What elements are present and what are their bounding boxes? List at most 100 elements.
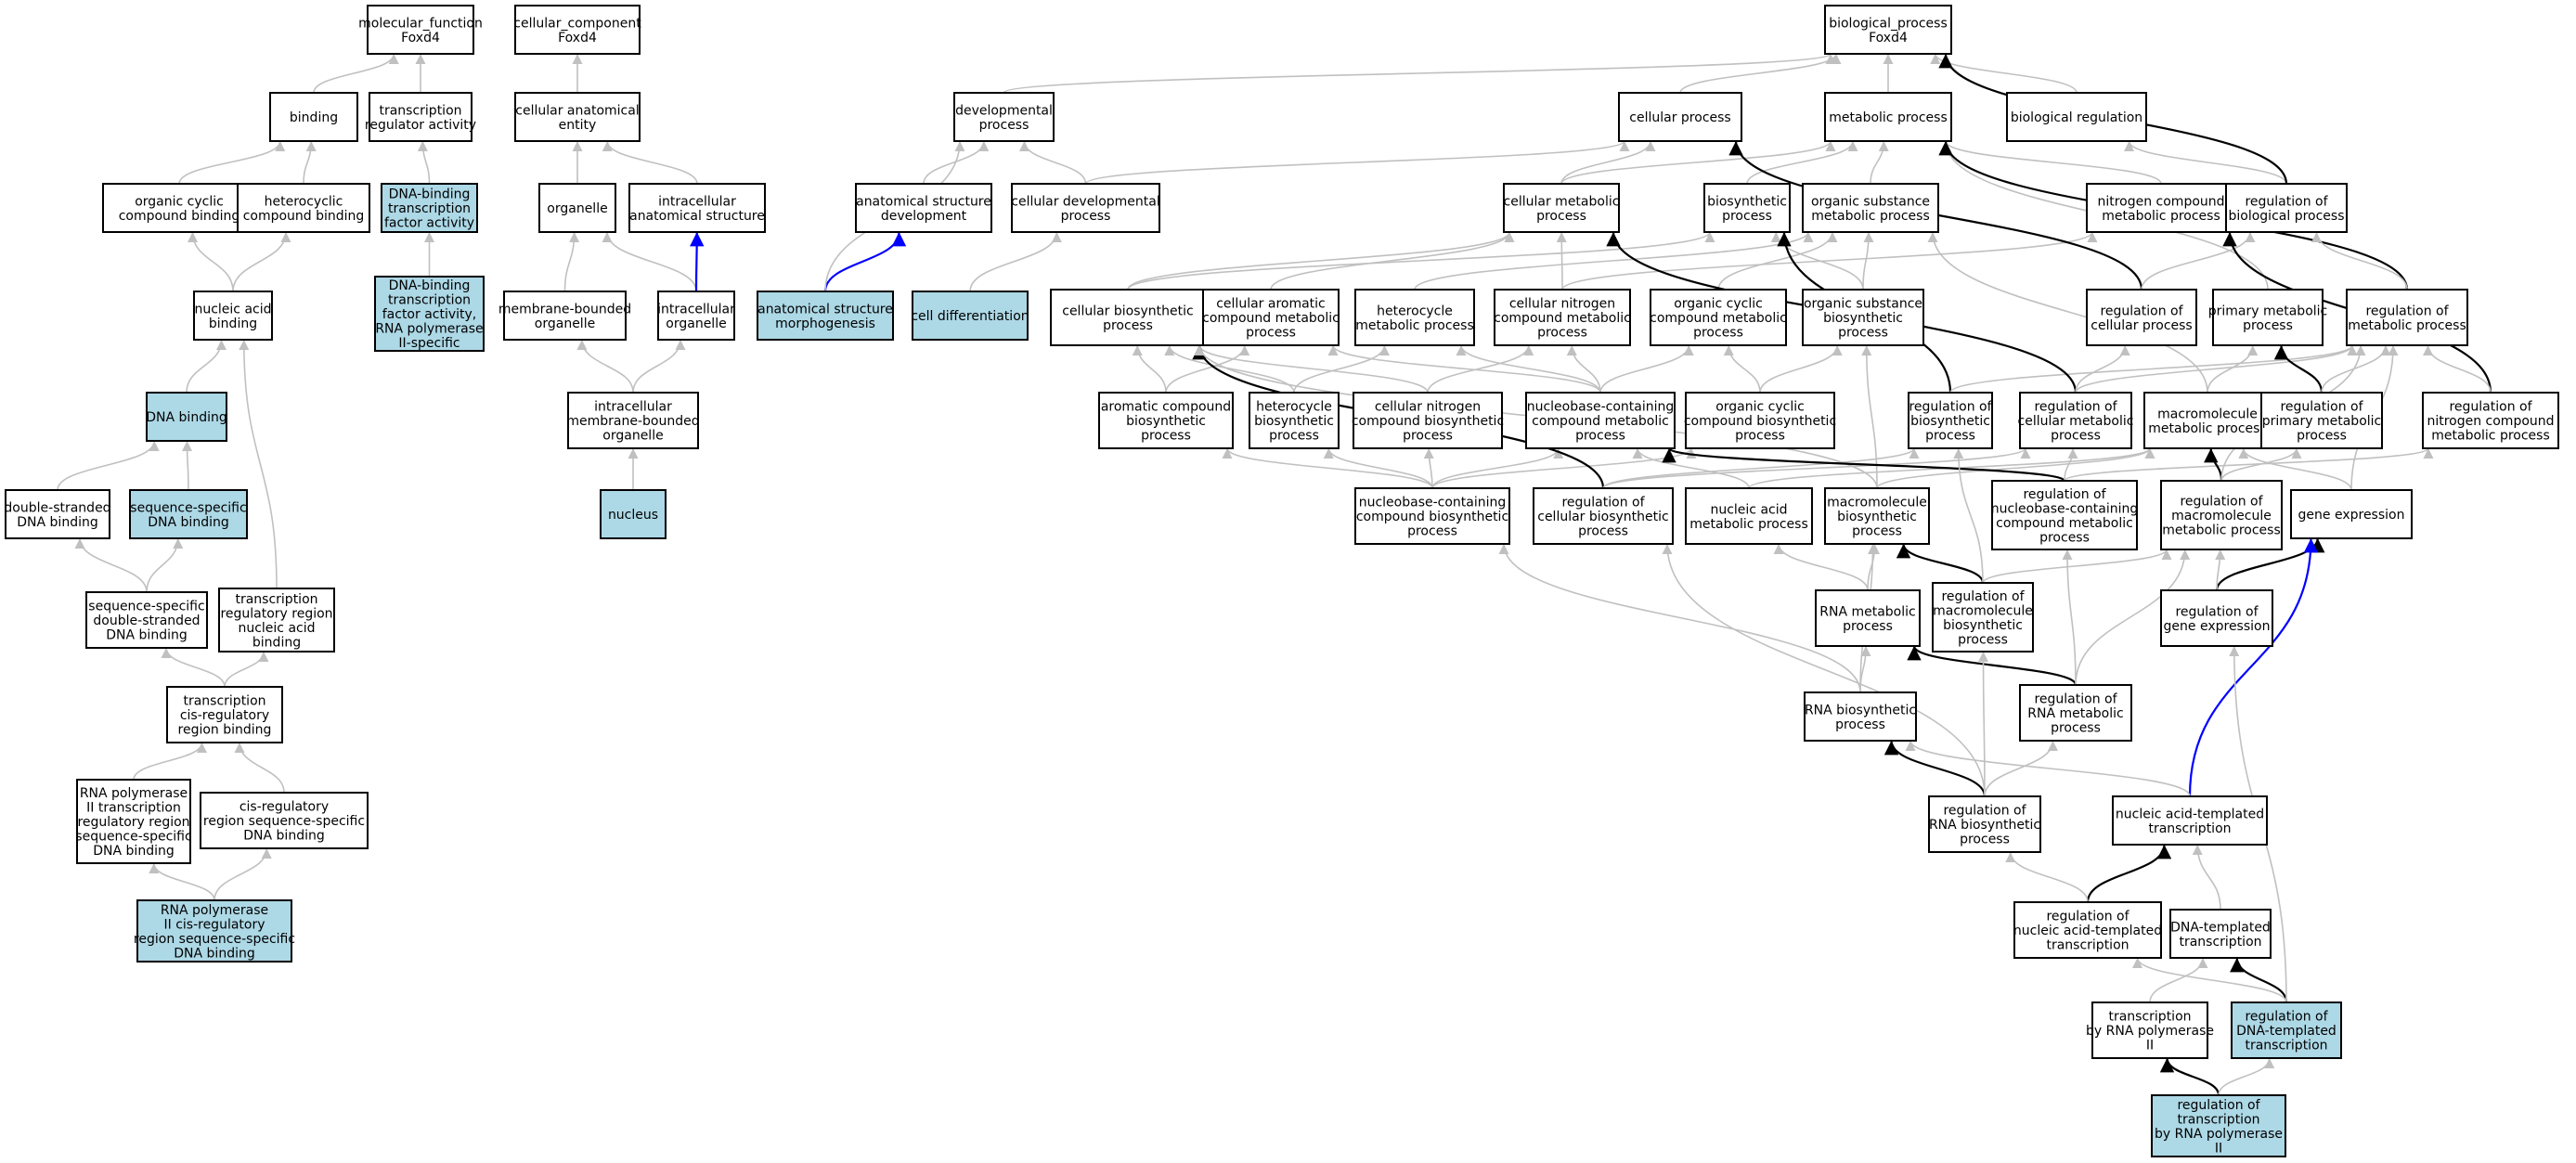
edge-osbp-to-osmp [1862, 231, 1874, 291]
term-node-celldiff[interactable]: cell differentiation [911, 291, 1029, 341]
term-node-organelle[interactable]: organelle [538, 183, 616, 233]
term-box [1932, 582, 2034, 653]
term-label-line: metabolic process [1829, 110, 1948, 125]
term-label-line: process [1403, 429, 1453, 444]
term-node-dnab[interactable]: DNA binding [146, 392, 227, 442]
term-box [503, 291, 627, 341]
edge-mbp-to-mmp [1876, 447, 2155, 489]
term-box [2225, 183, 2348, 233]
term-label-line: biosynthetic [1943, 618, 2023, 633]
term-node-metab[interactable]: metabolic process [1824, 92, 1952, 142]
term-node-cellproc[interactable]: cellular process [1618, 92, 1742, 142]
term-label-line: cis-regulatory [239, 800, 329, 815]
term-node-bioreg[interactable]: biological regulation [2006, 92, 2147, 142]
term-node-rnbccmp[interactable]: regulation ofnucleobase-containingcompou… [1991, 480, 2139, 550]
term-label-line: heterocyclic [265, 194, 343, 209]
term-node-ge[interactable]: gene expression [2290, 489, 2413, 539]
term-label-line: organelle [602, 429, 663, 444]
term-label-line: primary metabolic [2262, 414, 2382, 429]
term-label-line: Foxd4 [1869, 31, 1908, 45]
term-label-line: regulation of [2280, 400, 2363, 415]
edge-acbp-to-cbp [1132, 344, 1167, 394]
term-node-nucleus[interactable]: nucleus [600, 489, 667, 539]
term-label-line: anatomical structure [856, 194, 991, 209]
term-label-line: biological_process [1829, 16, 1948, 31]
term-label-line: cis-regulatory [180, 708, 269, 723]
edge-osmp-to-metab [1870, 140, 1889, 185]
term-node-rmbp[interactable]: regulation ofmacromoleculebiosyntheticpr… [1932, 582, 2034, 653]
edge-hcb-to-binding [303, 140, 317, 185]
term-label-line: regulation of [2449, 400, 2532, 415]
term-node-binding[interactable]: binding [269, 92, 358, 142]
term-label-line: process [1693, 326, 1743, 341]
edge-rmbp-to-mbp [1896, 543, 1985, 584]
